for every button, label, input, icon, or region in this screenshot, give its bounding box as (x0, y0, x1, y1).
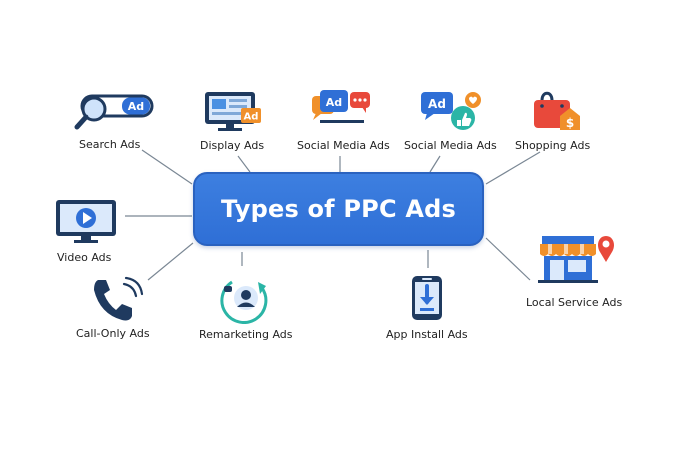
social2-ad-badge: Ad (428, 97, 446, 111)
video-play-icon (56, 200, 116, 243)
connector-local (485, 237, 531, 281)
connector-callonly (147, 242, 194, 281)
display-ad-badge: Ad (244, 112, 259, 123)
social-media-ads-1-label: Social Media Ads (297, 139, 390, 152)
app-install-ads-label: App Install Ads (386, 328, 468, 341)
connector-display (237, 155, 251, 173)
app-download-icon (412, 276, 442, 320)
node-search-ads: Ad Search Ads (70, 92, 160, 156)
call-only-ads-label: Call-Only Ads (76, 327, 150, 340)
node-app-install-ads: App Install Ads (382, 272, 482, 344)
node-display-ads: Ad Display Ads (196, 88, 266, 152)
node-call-only-ads: Call-Only Ads (72, 276, 162, 342)
display-ads-label: Display Ads (200, 139, 265, 152)
node-video-ads: Video Ads (52, 196, 122, 266)
magnifier-ad-icon: Ad (74, 94, 154, 130)
center-title: Types of PPC Ads (221, 195, 456, 223)
chat-bubbles-ad-icon: Ad (312, 90, 370, 123)
connector-search (141, 149, 193, 185)
remarketing-user-cycle-icon (220, 280, 268, 324)
connector-shopping (485, 151, 541, 185)
shopping-price-badge: $ (566, 116, 574, 130)
local-service-ads-label: Local Service Ads (526, 296, 623, 309)
shopping-ads-label: Shopping Ads (515, 139, 591, 152)
center-node: Types of PPC Ads (193, 172, 484, 246)
shopping-bag-icon: $ (534, 91, 580, 130)
social-media-ads-2-label: Social Media Ads (404, 139, 497, 152)
phone-call-icon (94, 276, 144, 321)
connector-social2 (429, 155, 441, 173)
search-ad-badge: Ad (128, 100, 144, 113)
storefront-location-icon (538, 236, 614, 283)
monitor-ad-icon: Ad (205, 92, 261, 131)
node-social-media-ads-2: Ad Social Media Ads (403, 86, 497, 152)
node-local-service-ads: Local Service Ads (524, 228, 624, 312)
search-ads-label: Search Ads (79, 138, 141, 151)
node-social-media-ads-1: Ad Social Media Ads (296, 86, 390, 152)
node-remarketing-ads: Remarketing Ads (196, 274, 296, 344)
like-heart-ad-icon: Ad (421, 92, 481, 130)
remarketing-ads-label: Remarketing Ads (199, 328, 293, 341)
video-ads-label: Video Ads (57, 251, 112, 264)
node-shopping-ads: $ Shopping Ads (514, 86, 591, 152)
social1-ad-badge: Ad (326, 96, 342, 109)
